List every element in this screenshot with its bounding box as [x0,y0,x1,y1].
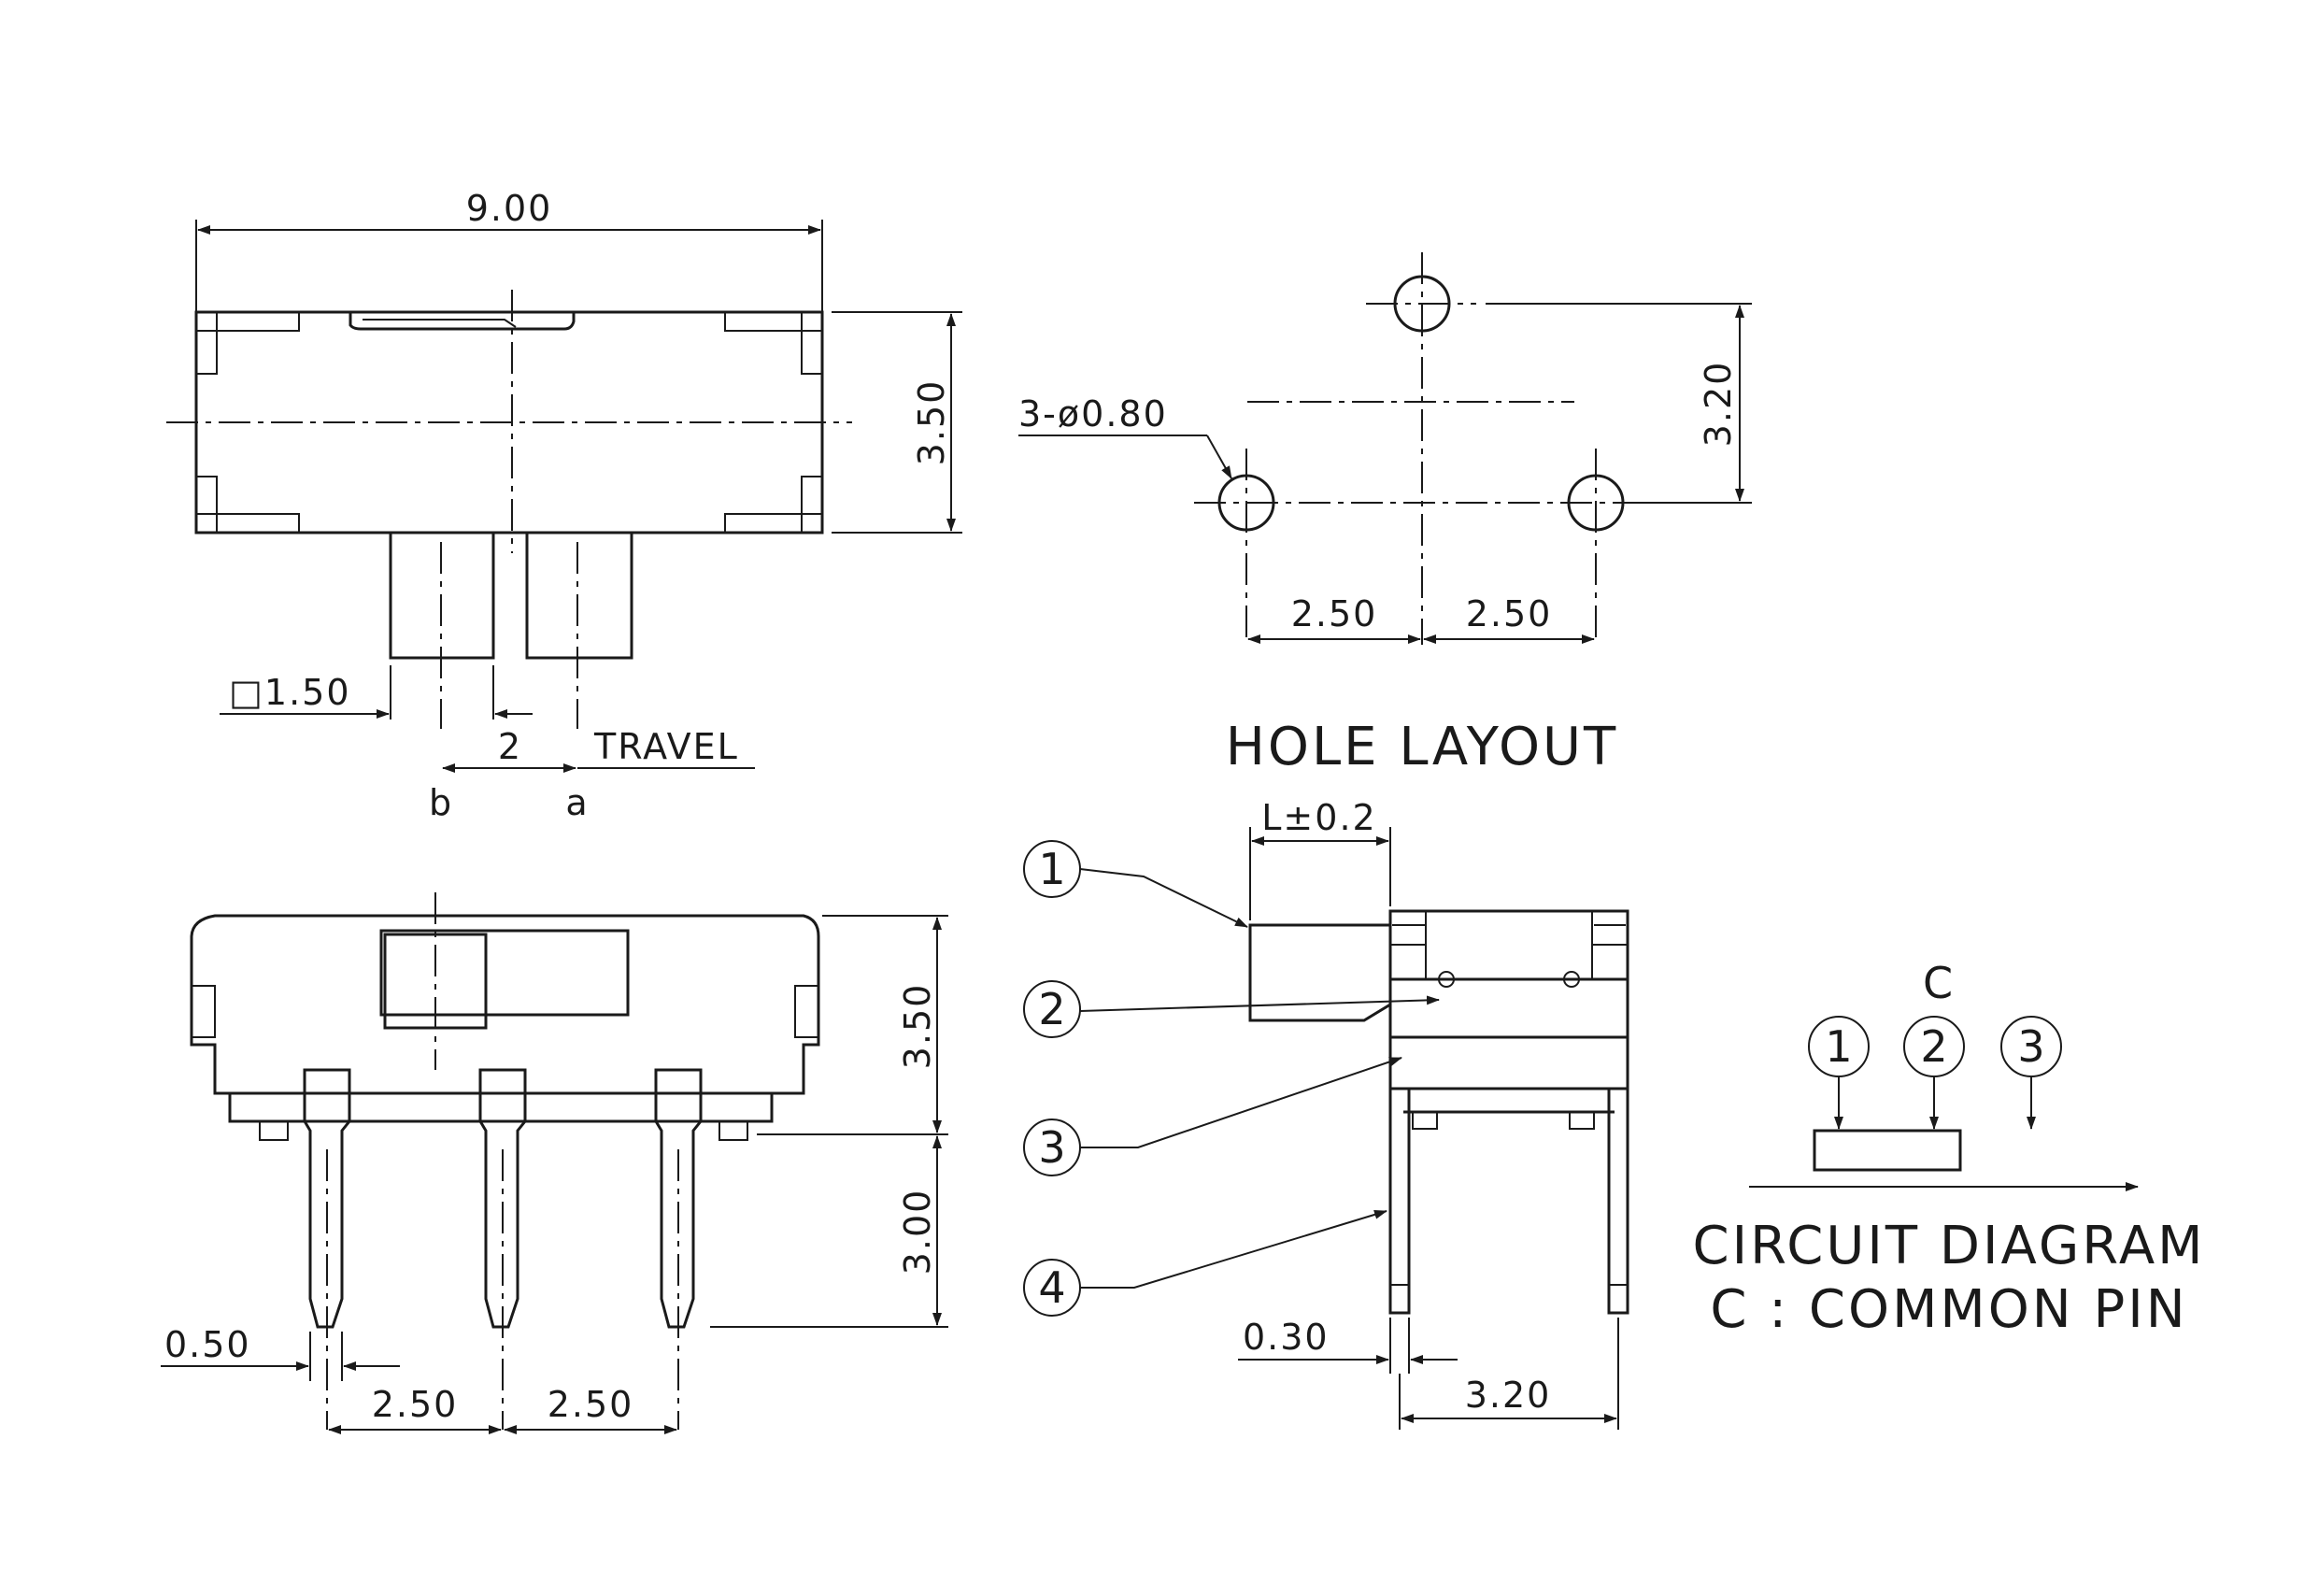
top-view: 9.00 3.50 □1.50 2 TRAVEL b a [166,188,962,823]
position-a: a [565,782,589,823]
hole-callout: 3-ø0.80 [1018,393,1168,435]
circuit-title: CIRCUIT DIAGRAM [1693,1216,2206,1276]
side-pin-thickness-dim: 0.30 [1243,1317,1330,1358]
hole-right [1567,474,1625,532]
svg-text:2: 2 [1920,1021,1947,1072]
side-leg-right [1607,1089,1629,1315]
front-view: 3.50 3.00 0.50 2.50 2.50 [161,892,948,1434]
hole-spacing-right: 2.50 [1466,593,1553,634]
front-pitch-right: 2.50 [548,1384,634,1425]
pin-2 [478,1068,527,1329]
position-b: b [429,782,453,823]
svg-text:1: 1 [1038,844,1065,894]
pin-3 [654,1068,703,1329]
side-length-dim: L±0.2 [1261,797,1376,838]
hole-layout: 3-ø0.80 3.20 2.50 2.50 HOLE LAYOUT [1018,252,1752,777]
svg-text:2: 2 [1038,984,1065,1034]
hole-top [1393,275,1451,333]
svg-text:3: 3 [2017,1021,2044,1072]
circuit-subtitle: C : COMMON PIN [1710,1279,2187,1340]
travel-value: 2 [498,726,522,767]
side-view: L±0.2 0.30 3.20 1 2 3 4 [1023,797,1629,1430]
circuit-diagram: C 1 2 3 CIRCUIT DIAGRAM C : COMMON PIN [1693,958,2206,1340]
hole-spacing-left: 2.50 [1291,593,1378,634]
hole-vertical-dim: 3.20 [1698,361,1739,448]
front-pin-length-dim: 3.00 [897,1189,938,1275]
actuator-leg-right [525,531,633,660]
side-actuator [1248,923,1392,1022]
top-width-dim: 9.00 [466,188,553,229]
svg-text:3: 3 [1038,1122,1065,1173]
travel-label: TRAVEL [593,726,739,767]
pin-1 [303,1068,351,1329]
side-leg-left [1388,1089,1411,1315]
common-label: C [1923,958,1953,1008]
front-pin-width-dim: 0.50 [164,1324,251,1365]
svg-text:1: 1 [1825,1021,1852,1072]
front-view-body [190,914,820,1095]
hole-left [1217,474,1275,532]
front-body-height-dim: 3.50 [897,983,938,1070]
top-height-dim: 3.50 [911,379,952,466]
slider-contact [1813,1129,1962,1172]
svg-text:4: 4 [1038,1262,1065,1313]
side-width-dim: 3.20 [1465,1375,1552,1416]
front-pitch-left: 2.50 [372,1384,459,1425]
front-actuator [379,929,630,1017]
actuator-size-dim: □1.50 [229,672,351,713]
callout-2 [1023,980,1081,1038]
hole-layout-title: HOLE LAYOUT [1226,717,1618,777]
